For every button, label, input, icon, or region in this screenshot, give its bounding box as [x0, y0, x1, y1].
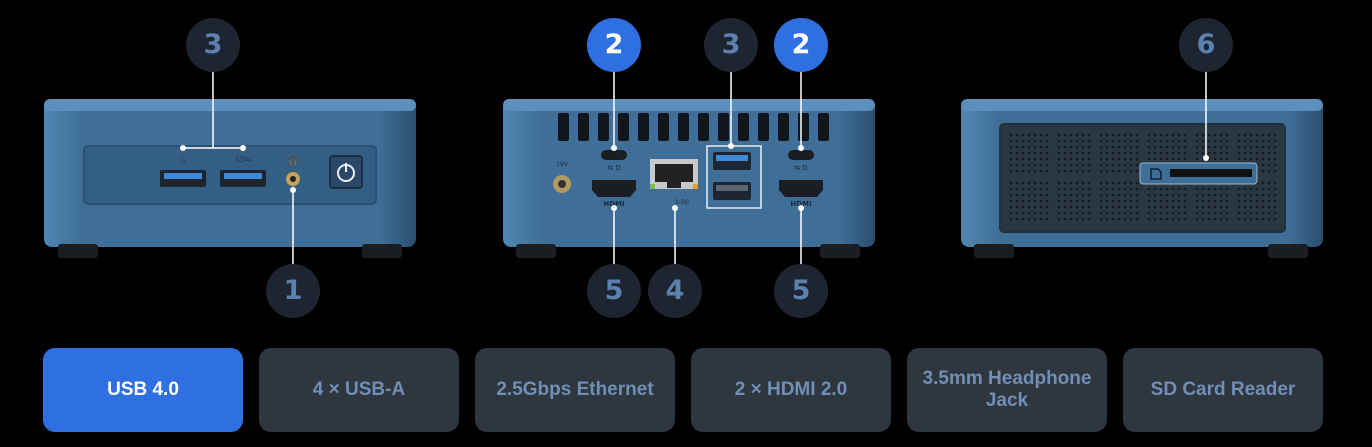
svg-text:HDMI: HDMI: [790, 200, 811, 208]
usb-c-port-right: ⇆ D: [788, 150, 814, 172]
usb-c-port-left: ⇆ D: [601, 150, 627, 172]
dc-in-port: 19V: [553, 161, 571, 193]
callout-1-front[interactable]: 1: [266, 264, 320, 318]
rear-usb-a-ports: [706, 145, 762, 209]
front-usb-a-port-1: [160, 170, 206, 187]
feature-tabs: USB 4.0 4 × USB-A 2.5Gbps Ethernet 2 × H…: [0, 348, 1372, 434]
vent-slot: [758, 113, 769, 141]
headphone-jack: 🎧: [286, 153, 300, 186]
callout-6-side[interactable]: 6: [1179, 18, 1233, 72]
headphone-icon: 🎧: [287, 153, 299, 166]
svg-text:2.5G: 2.5G: [675, 199, 690, 206]
mesh-panel: [1054, 179, 1094, 221]
tab-usb-a[interactable]: 4 × USB-A: [259, 348, 459, 432]
vent-slot: [818, 113, 829, 141]
callout-2-back-left[interactable]: 2: [587, 18, 641, 72]
usb-symbol-icon: ⎌: [180, 155, 186, 164]
hdmi-port-left: HDMI: [592, 180, 636, 208]
mesh-panel: [1146, 179, 1186, 221]
callout-5-back-left[interactable]: 5: [587, 264, 641, 318]
mesh-panel: [1238, 179, 1278, 221]
mesh-panel: [1008, 131, 1048, 173]
vent-slot: [638, 113, 649, 141]
svg-text:⇆ D: ⇆ D: [794, 164, 807, 172]
ethernet-port: 2.5G: [650, 159, 698, 206]
mesh-panel: [1054, 131, 1094, 173]
mesh-panel: [1008, 179, 1048, 221]
svg-text:19V: 19V: [556, 161, 569, 168]
mesh-panel: [1100, 131, 1140, 173]
callout-5-back-right[interactable]: 5: [774, 264, 828, 318]
sd-card-icon: [1150, 168, 1162, 180]
mesh-panel: [1192, 179, 1232, 221]
svg-text:SS⇆: SS⇆: [235, 155, 252, 164]
tab-headphone-jack[interactable]: 3.5mm Headphone Jack: [907, 348, 1107, 432]
tab-hdmi[interactable]: 2 × HDMI 2.0: [691, 348, 891, 432]
vent-slot: [778, 113, 789, 141]
sd-card-slot: [1139, 162, 1258, 185]
vent-slot: [738, 113, 749, 141]
side-view: [961, 70, 1323, 258]
hdmi-port-right: HDMI: [779, 180, 823, 208]
callout-3-back[interactable]: 3: [704, 18, 758, 72]
vent-slot: [598, 113, 609, 141]
callout-3-front[interactable]: 3: [186, 18, 240, 72]
pc-views-svg: ⎌ SS⇆ 🎧: [44, 70, 1323, 268]
vent-slot: [678, 113, 689, 141]
callout-4-back[interactable]: 4: [648, 264, 702, 318]
tab-usb4[interactable]: USB 4.0: [43, 348, 243, 432]
tab-ethernet[interactable]: 2.5Gbps Ethernet: [475, 348, 675, 432]
tab-sd-card-reader[interactable]: SD Card Reader: [1123, 348, 1323, 432]
back-view: 19V ⇆ D HDMI 2.5G: [503, 70, 875, 268]
vent-slot: [578, 113, 589, 141]
callout-2-back-right[interactable]: 2: [774, 18, 828, 72]
vent-slot: [718, 113, 729, 141]
power-button: [329, 155, 363, 189]
svg-text:HDMI: HDMI: [603, 200, 624, 208]
front-usb-a-port-2: [220, 170, 266, 187]
vent-slot: [558, 113, 569, 141]
device-illustration: ⎌ SS⇆ 🎧: [44, 18, 1323, 318]
svg-text:⇆ D: ⇆ D: [607, 164, 620, 172]
front-view: ⎌ SS⇆ 🎧: [44, 70, 416, 268]
vent-slot: [798, 113, 809, 141]
vent-slot: [698, 113, 709, 141]
rear-vents: [558, 113, 829, 141]
vent-slot: [658, 113, 669, 141]
vent-slot: [618, 113, 629, 141]
mesh-panel: [1100, 179, 1140, 221]
